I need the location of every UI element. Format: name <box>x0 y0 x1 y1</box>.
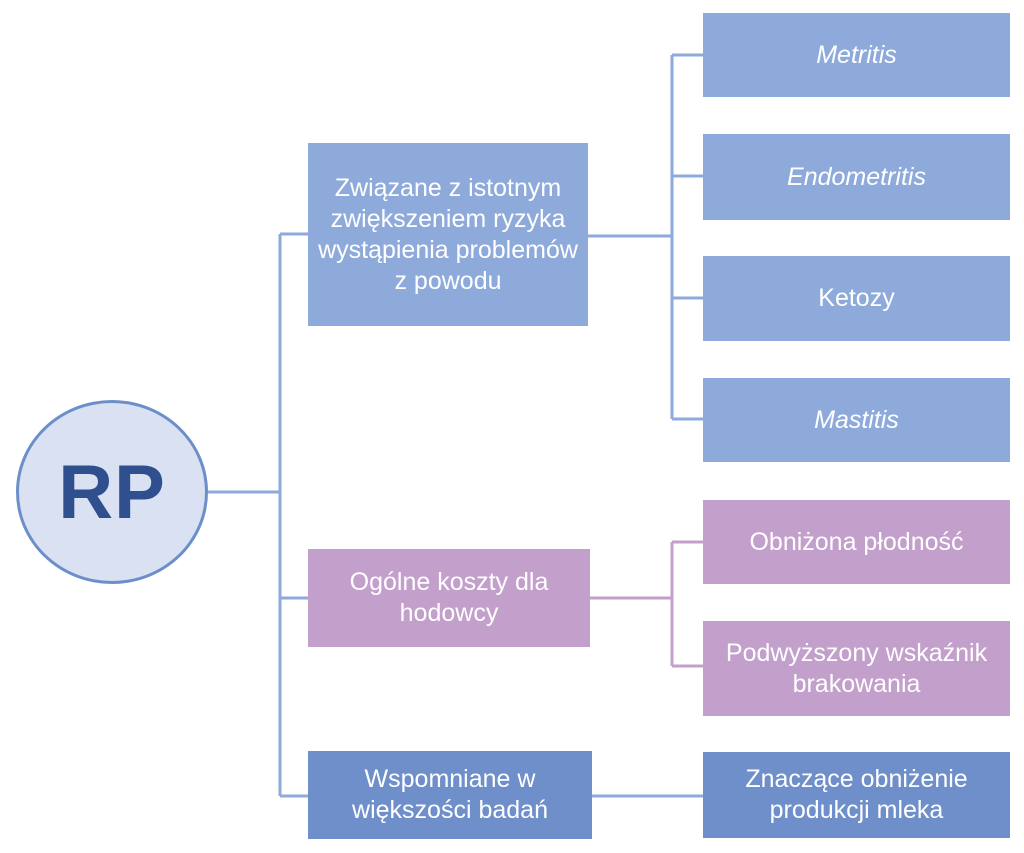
child-culling-node: Podwyższony wskaźnik brakowania <box>703 621 1010 716</box>
group-studies-node: Wspomniane w większości badań <box>308 751 592 839</box>
group-risk-node: Związane z istotnym zwiększeniem ryzyka … <box>308 143 588 326</box>
group-costs-node: Ogólne koszty dla hodowcy <box>308 549 590 647</box>
child-ketozy-label: Ketozy <box>818 284 895 312</box>
child-milk-label: Znaczące obniżenie produkcji mleka <box>745 765 968 824</box>
child-metritis-node: Metritis <box>703 13 1010 97</box>
child-metritis-label: Metritis <box>816 40 897 69</box>
child-endometritis-node: Endometritis <box>703 134 1010 220</box>
child-endometritis-label: Endometritis <box>787 162 926 191</box>
root-node: RP <box>16 400 208 584</box>
child-fertility-label: Obniżona płodność <box>749 527 964 556</box>
child-mastitis-node: Mastitis <box>703 378 1010 462</box>
child-fertility-node: Obniżona płodność <box>703 500 1010 584</box>
group-costs-label: Ogólne koszty dla hodowcy <box>349 568 549 627</box>
group-studies-label: Wspomniane w większości badań <box>352 765 548 824</box>
child-ketozy-node: Ketozy <box>703 256 1010 341</box>
group-risk-label: Związane z istotnym zwiększeniem ryzyka … <box>318 173 578 295</box>
root-label: RP <box>58 449 166 535</box>
child-mastitis-label: Mastitis <box>814 405 899 434</box>
child-culling-label: Podwyższony wskaźnik brakowania <box>725 638 988 698</box>
child-milk-node: Znaczące obniżenie produkcji mleka <box>703 752 1010 838</box>
